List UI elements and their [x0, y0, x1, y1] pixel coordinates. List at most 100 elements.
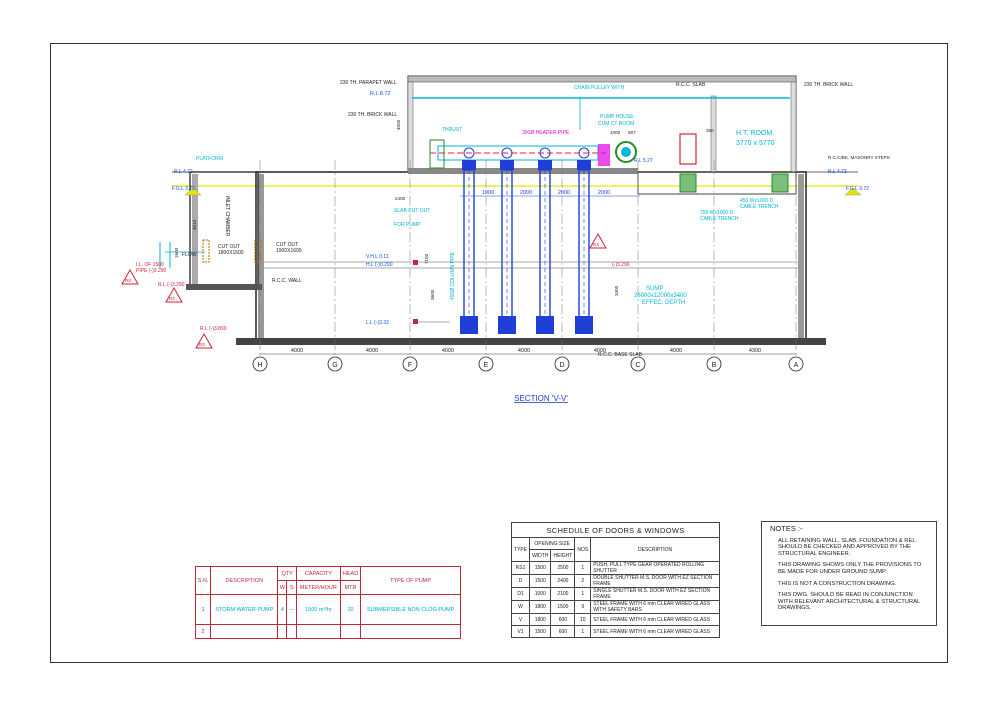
schedule-th-height: HEIGHT	[550, 549, 576, 562]
schedule-cell-width: 1500	[529, 561, 552, 575]
schedule-cell-width: 1500	[529, 574, 552, 588]
label-parapet-wall: 230 TH. PARAPET WALL	[340, 80, 397, 86]
schedule-cell-nos: 10	[574, 613, 592, 626]
pump-row-2-description	[210, 624, 279, 639]
label-tag-r3-2: R3	[199, 342, 205, 347]
pump-row-2-head	[339, 624, 362, 639]
schedule-cell-type: RS1	[510, 561, 531, 575]
vdim-350: 350	[706, 128, 714, 133]
schedule-cell-nos: 1	[574, 587, 592, 601]
ht-room-wall	[710, 95, 717, 173]
schedule-th-nos: NOS	[574, 537, 592, 562]
schedule-cell-height: 2400	[550, 574, 576, 588]
label-hl: H.L (-)0.290	[366, 262, 393, 268]
schedule-th-opening: OPENING SIZE	[529, 537, 576, 550]
label-rcc-slab: R.C.C. SLAB	[676, 82, 706, 88]
schedule-row: D 1500 2400 2 DOUBLE SHUTTER M.S. DOOR W…	[510, 574, 720, 588]
schedule-row: RS1 1500 2500 1 PUSH, PULL TYPE GEAR OPE…	[510, 561, 720, 575]
left-brick-wall	[407, 81, 414, 173]
pump-row-1-capacity: 1500 m³/hr	[295, 594, 341, 625]
pump-row-1-w: 4	[277, 594, 288, 625]
pump-row-2-w	[277, 624, 288, 639]
inlet-base	[186, 284, 262, 290]
dim-7: 4300	[749, 348, 761, 354]
fgl-left-marker	[184, 187, 202, 196]
tag-rs-2	[589, 232, 607, 249]
label-cut-out-1-size: 1800X1500	[218, 250, 244, 256]
pump-set-1	[460, 147, 478, 334]
schedule-row: D1 1000 2100 1 SINGLE SHUTTER M.S. DOOR …	[510, 587, 720, 601]
header-outlet	[621, 147, 631, 157]
inlet-chamber	[189, 171, 259, 289]
dim-1: 4000	[291, 348, 303, 354]
schedule-cell-type: D1	[510, 587, 531, 601]
vdim-7150: 7150	[424, 253, 429, 264]
schedule-th-description: DESCRIPTION	[590, 537, 720, 562]
label-fgl-left: F.G.L 3.72	[172, 186, 195, 192]
dim-2400: 2400	[395, 196, 406, 201]
schedule-cell-description: PUSH, PULL TYPE GEAR OPERATED ROLLING SH…	[590, 561, 720, 575]
label-cut-out-2-size: 1900X1600	[276, 248, 302, 254]
pump-table: S.N. DESCRIPTION QTY CAPACITY HEAD TYPE …	[194, 566, 461, 639]
grid-label-g: G	[332, 362, 337, 369]
note-item: ALL RETAINING WALL, SLAB, FOUNDATION & R…	[778, 537, 918, 557]
label-chain-pulley: CHAIN PULLEY WITH	[574, 85, 625, 91]
schedule-cell-height: 600	[550, 613, 576, 626]
pump-row-1-head: 20	[339, 594, 362, 625]
vdim-3600: 3600	[430, 289, 435, 300]
grid-label-d: D	[559, 362, 564, 369]
schedule-cell-description: STEEL FRAME WITH 6 mm CLEAR WIRED GLASS	[590, 625, 720, 638]
schedule-cell-width: 1000	[529, 587, 552, 601]
label-fgl-right: F.G.L 3.72	[846, 186, 869, 192]
label-pipe-level: PIPE (-)3.290	[136, 268, 167, 274]
label-rcc-wall: R.C.C. WALL	[272, 278, 302, 284]
schedule-cell-height: 600	[550, 625, 576, 638]
label-ll: L.L (-)3.32	[366, 320, 389, 326]
label-inlet-chamber: INLET CHAMBER	[224, 196, 230, 237]
pump-th-sn: S.N.	[194, 566, 212, 595]
dim-1000: 1000	[610, 130, 621, 135]
pump-th-w: W	[277, 580, 288, 595]
label-rl-527: R.L 5.27	[634, 158, 653, 164]
cut-out-1	[202, 239, 210, 263]
tag-r3-1	[165, 286, 183, 303]
label-base-slab: R.C.C. BASE SLAB	[598, 352, 643, 358]
label-cable-trench-2b: CABLE TRENCH	[740, 204, 779, 210]
label-thrust: THRUST	[442, 127, 462, 133]
pump-row-2-s	[286, 624, 297, 639]
label-brick-wall-right: 230 TH. BRICK WALL	[804, 82, 853, 88]
fgl-right-marker	[844, 187, 862, 196]
label-il-1500: I.L. OF 1500	[136, 262, 164, 268]
base-slab	[236, 338, 826, 345]
label-cable-trench-1: 750 Wx1000 D	[700, 210, 733, 216]
label-rl-472-right: R.L 4.72	[828, 169, 847, 175]
label-tag-rs-1: RS	[125, 278, 131, 283]
label-ht-room-size: 3770 x 5770	[736, 140, 775, 147]
schedule-title: SCHEDULE OF DOORS & WINDOWS	[511, 522, 720, 538]
pump-th-description: DESCRIPTION	[210, 566, 279, 595]
pump-th-head: HEAD	[339, 566, 362, 581]
note-item: THIS DRAWING SHOWS ONLY THE PROVISIONS T…	[778, 562, 922, 575]
dim-3: 4000	[442, 348, 454, 354]
schedule-cell-type: V1	[510, 625, 531, 638]
inlet-wall	[192, 174, 198, 286]
pump-set-3	[536, 147, 554, 334]
cable-trench-2	[771, 173, 789, 193]
label-pump-house: PUMP HOUSE	[600, 114, 634, 120]
schedule-cell-type: D	[510, 574, 531, 588]
roof-slab	[407, 75, 797, 83]
label-sump: SUMP	[646, 286, 663, 292]
label-vhl: V.H.L 0.11	[366, 254, 389, 260]
grid-label-c: C	[635, 362, 640, 369]
tag-r3-2	[195, 332, 213, 349]
ll-marker	[413, 319, 418, 324]
label-rl-472-left: R.L 4.72	[174, 169, 193, 175]
hl-marker	[413, 260, 418, 265]
pump-th-head-unit: MTR	[339, 580, 362, 595]
vdim-4000: 4000	[396, 119, 401, 130]
schedule-th-type: TYPE	[510, 537, 531, 562]
vdim-1600: 1600	[174, 247, 179, 258]
schedule-cell-description: SINGLE SHUTTER M.S. DOOR WITH EZ SECTION…	[590, 587, 720, 601]
label-platform: PLATFORM	[196, 156, 223, 162]
